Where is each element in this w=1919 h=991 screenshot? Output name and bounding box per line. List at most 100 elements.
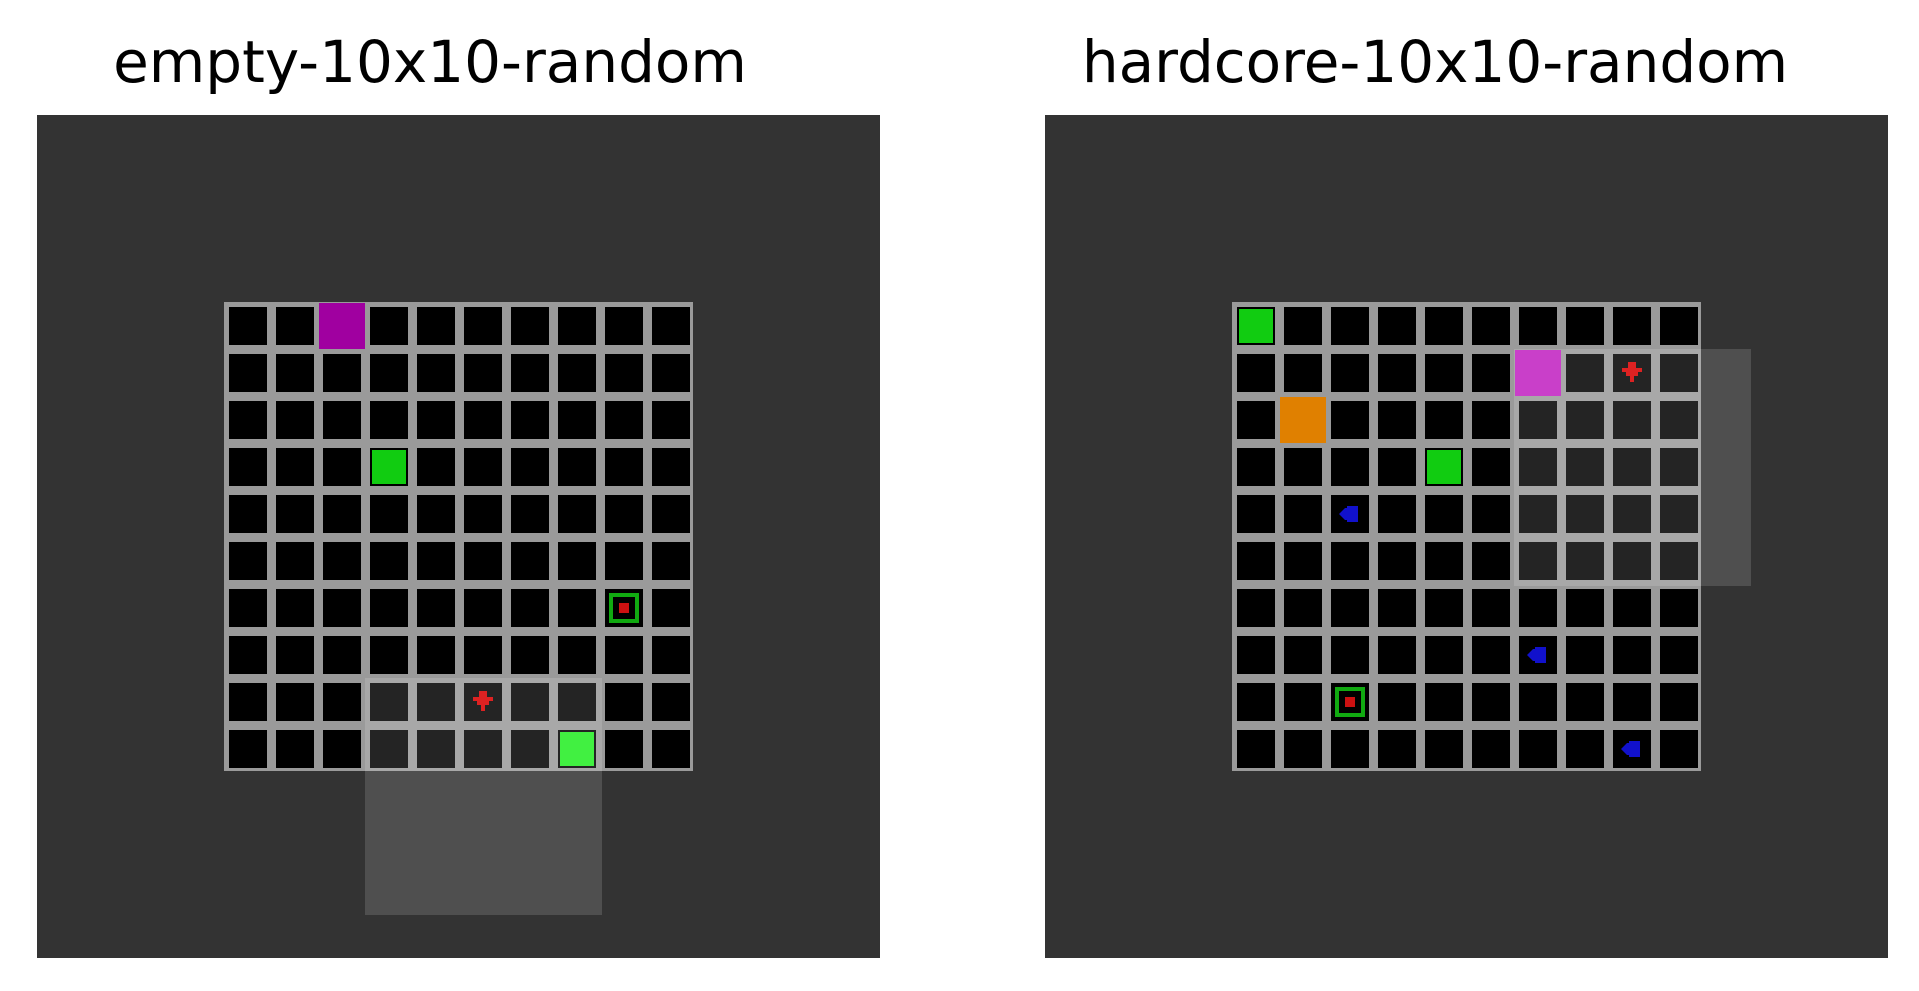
grid-cell — [1378, 354, 1416, 392]
grid-cell — [1378, 495, 1416, 533]
grid-cell — [229, 589, 267, 627]
grid-cell — [1519, 401, 1557, 439]
grid-cell — [464, 401, 502, 439]
grid-cell — [652, 730, 690, 768]
grid-cell — [370, 730, 408, 768]
grid-cell — [1472, 636, 1510, 674]
grid-cell — [370, 683, 408, 721]
grid-cell — [1331, 307, 1369, 345]
grid-cell — [1425, 589, 1463, 627]
grid-cell — [1660, 636, 1698, 674]
grid-cell — [1566, 730, 1604, 768]
grid-cell — [1237, 448, 1275, 486]
grid-cell — [1660, 589, 1698, 627]
grid-cell — [464, 495, 502, 533]
grid-cell — [1331, 542, 1369, 580]
grid-cell — [1284, 495, 1322, 533]
grid-cell — [605, 495, 643, 533]
grid-cell — [276, 307, 314, 345]
grid-cell — [558, 401, 596, 439]
key-icon — [609, 593, 639, 623]
grid-cell — [1237, 730, 1275, 768]
grid-cell — [1331, 730, 1369, 768]
grid-cell — [370, 307, 408, 345]
grid-cell — [1237, 636, 1275, 674]
grid-cell — [1284, 730, 1322, 768]
grid-cell — [1472, 589, 1510, 627]
grid-cell — [558, 448, 596, 486]
grid-cell — [464, 730, 502, 768]
grid-cell — [1660, 683, 1698, 721]
grid-cell — [323, 354, 361, 392]
grid-cell — [417, 495, 455, 533]
grid-cell — [652, 683, 690, 721]
grid-cell — [417, 730, 455, 768]
grid-cell — [1378, 589, 1416, 627]
grid-cell — [370, 495, 408, 533]
grid-cell — [1519, 542, 1557, 580]
grid-cell — [370, 636, 408, 674]
grid-cell — [1519, 589, 1557, 627]
goal-tile — [560, 732, 594, 766]
grid-cell — [1237, 354, 1275, 392]
grid-cell — [1613, 448, 1651, 486]
grid-cell — [1237, 495, 1275, 533]
grid-cell — [276, 495, 314, 533]
grid-cell — [1378, 730, 1416, 768]
grid-cell — [1425, 683, 1463, 721]
grid-cell — [464, 542, 502, 580]
grid-cell — [1284, 589, 1322, 627]
grid-cell — [605, 730, 643, 768]
grid-cell — [1472, 683, 1510, 721]
grid-cell — [229, 307, 267, 345]
grid-cell — [511, 589, 549, 627]
grid-cell — [1613, 636, 1651, 674]
key-icon — [1335, 687, 1365, 717]
grid-cell — [511, 448, 549, 486]
env-frame — [37, 115, 880, 958]
grid-cell — [229, 683, 267, 721]
grid-cell — [511, 683, 549, 721]
grid-cell — [1378, 542, 1416, 580]
grid-cell — [1378, 683, 1416, 721]
game-grid — [224, 302, 693, 915]
grid-cell — [652, 401, 690, 439]
grid-cell — [1378, 401, 1416, 439]
grid-cell — [323, 495, 361, 533]
grid-cell — [370, 542, 408, 580]
enemy-icon — [1527, 647, 1546, 663]
grid-cell — [229, 730, 267, 768]
grid-cell — [1331, 354, 1369, 392]
grid-cell — [1566, 589, 1604, 627]
grid-cell — [1519, 683, 1557, 721]
grid-cell — [1472, 354, 1510, 392]
grid-cell — [1284, 542, 1322, 580]
grid-cell — [605, 401, 643, 439]
grid-cell — [1613, 307, 1651, 345]
grid-cell — [652, 589, 690, 627]
grid-cell — [558, 307, 596, 345]
grid-cell — [1472, 495, 1510, 533]
grid-cell — [1472, 730, 1510, 768]
grid-cell — [1237, 683, 1275, 721]
grid-cell — [464, 354, 502, 392]
grid-cell — [323, 448, 361, 486]
panel-hardcore: hardcore-10x10-random — [1005, 0, 1888, 991]
grid-cell — [1566, 448, 1604, 486]
grid-cell — [464, 589, 502, 627]
grid-cell — [1660, 307, 1698, 345]
key-dot — [1345, 697, 1355, 707]
grid-cell — [1425, 495, 1463, 533]
grid-cell — [323, 589, 361, 627]
grid-cell — [1519, 307, 1557, 345]
grid-cell — [558, 542, 596, 580]
grid-cell — [464, 448, 502, 486]
grid-cell — [652, 495, 690, 533]
env-frame — [1045, 115, 1888, 958]
grid-cell — [323, 636, 361, 674]
grid-cell — [1237, 542, 1275, 580]
grid-cell — [323, 730, 361, 768]
grid-cell — [1566, 401, 1604, 439]
grid-cell — [1566, 636, 1604, 674]
panel-empty: empty-10x10-random — [0, 0, 880, 991]
